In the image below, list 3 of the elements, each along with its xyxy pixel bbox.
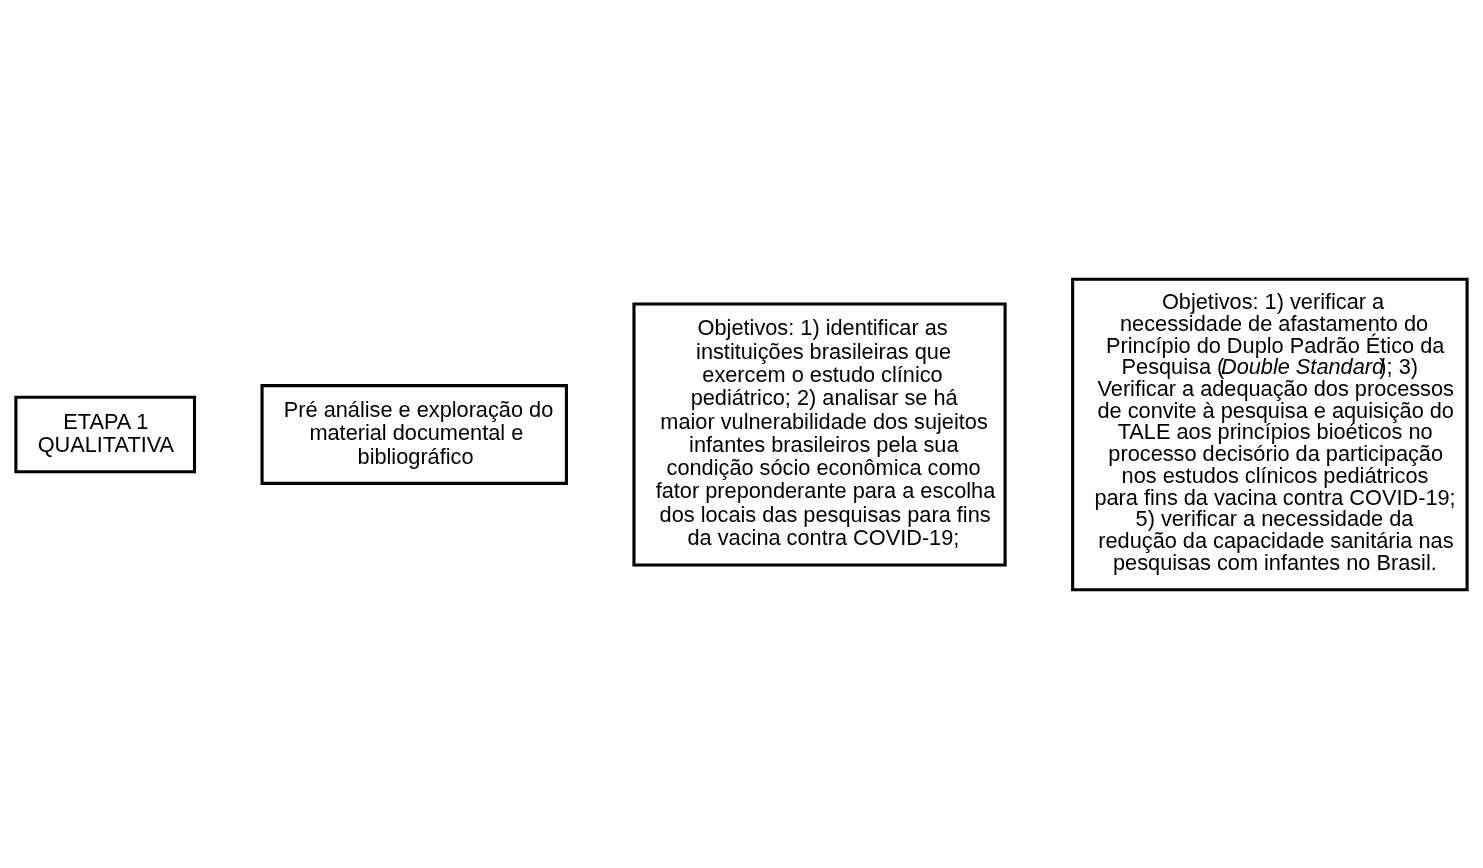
- node-box: Pré análise e exploração do material documental e bibliográfico: [260, 383, 568, 485]
- node-box: ETAPA 1 QUALITATIVA: [14, 395, 197, 473]
- node-box: Objetivos: 1) identificar as instituições brasileiras que exercem o estudo clínico pediátrico; 2) analisar se há maior vulnerabilidade dos sujeitos infantes brasileiros pela sua condição sócio econômica como fator preponderante para a escolha dos locais das pesquisas para fins da vacina contra COVID-19;: [632, 302, 1007, 566]
